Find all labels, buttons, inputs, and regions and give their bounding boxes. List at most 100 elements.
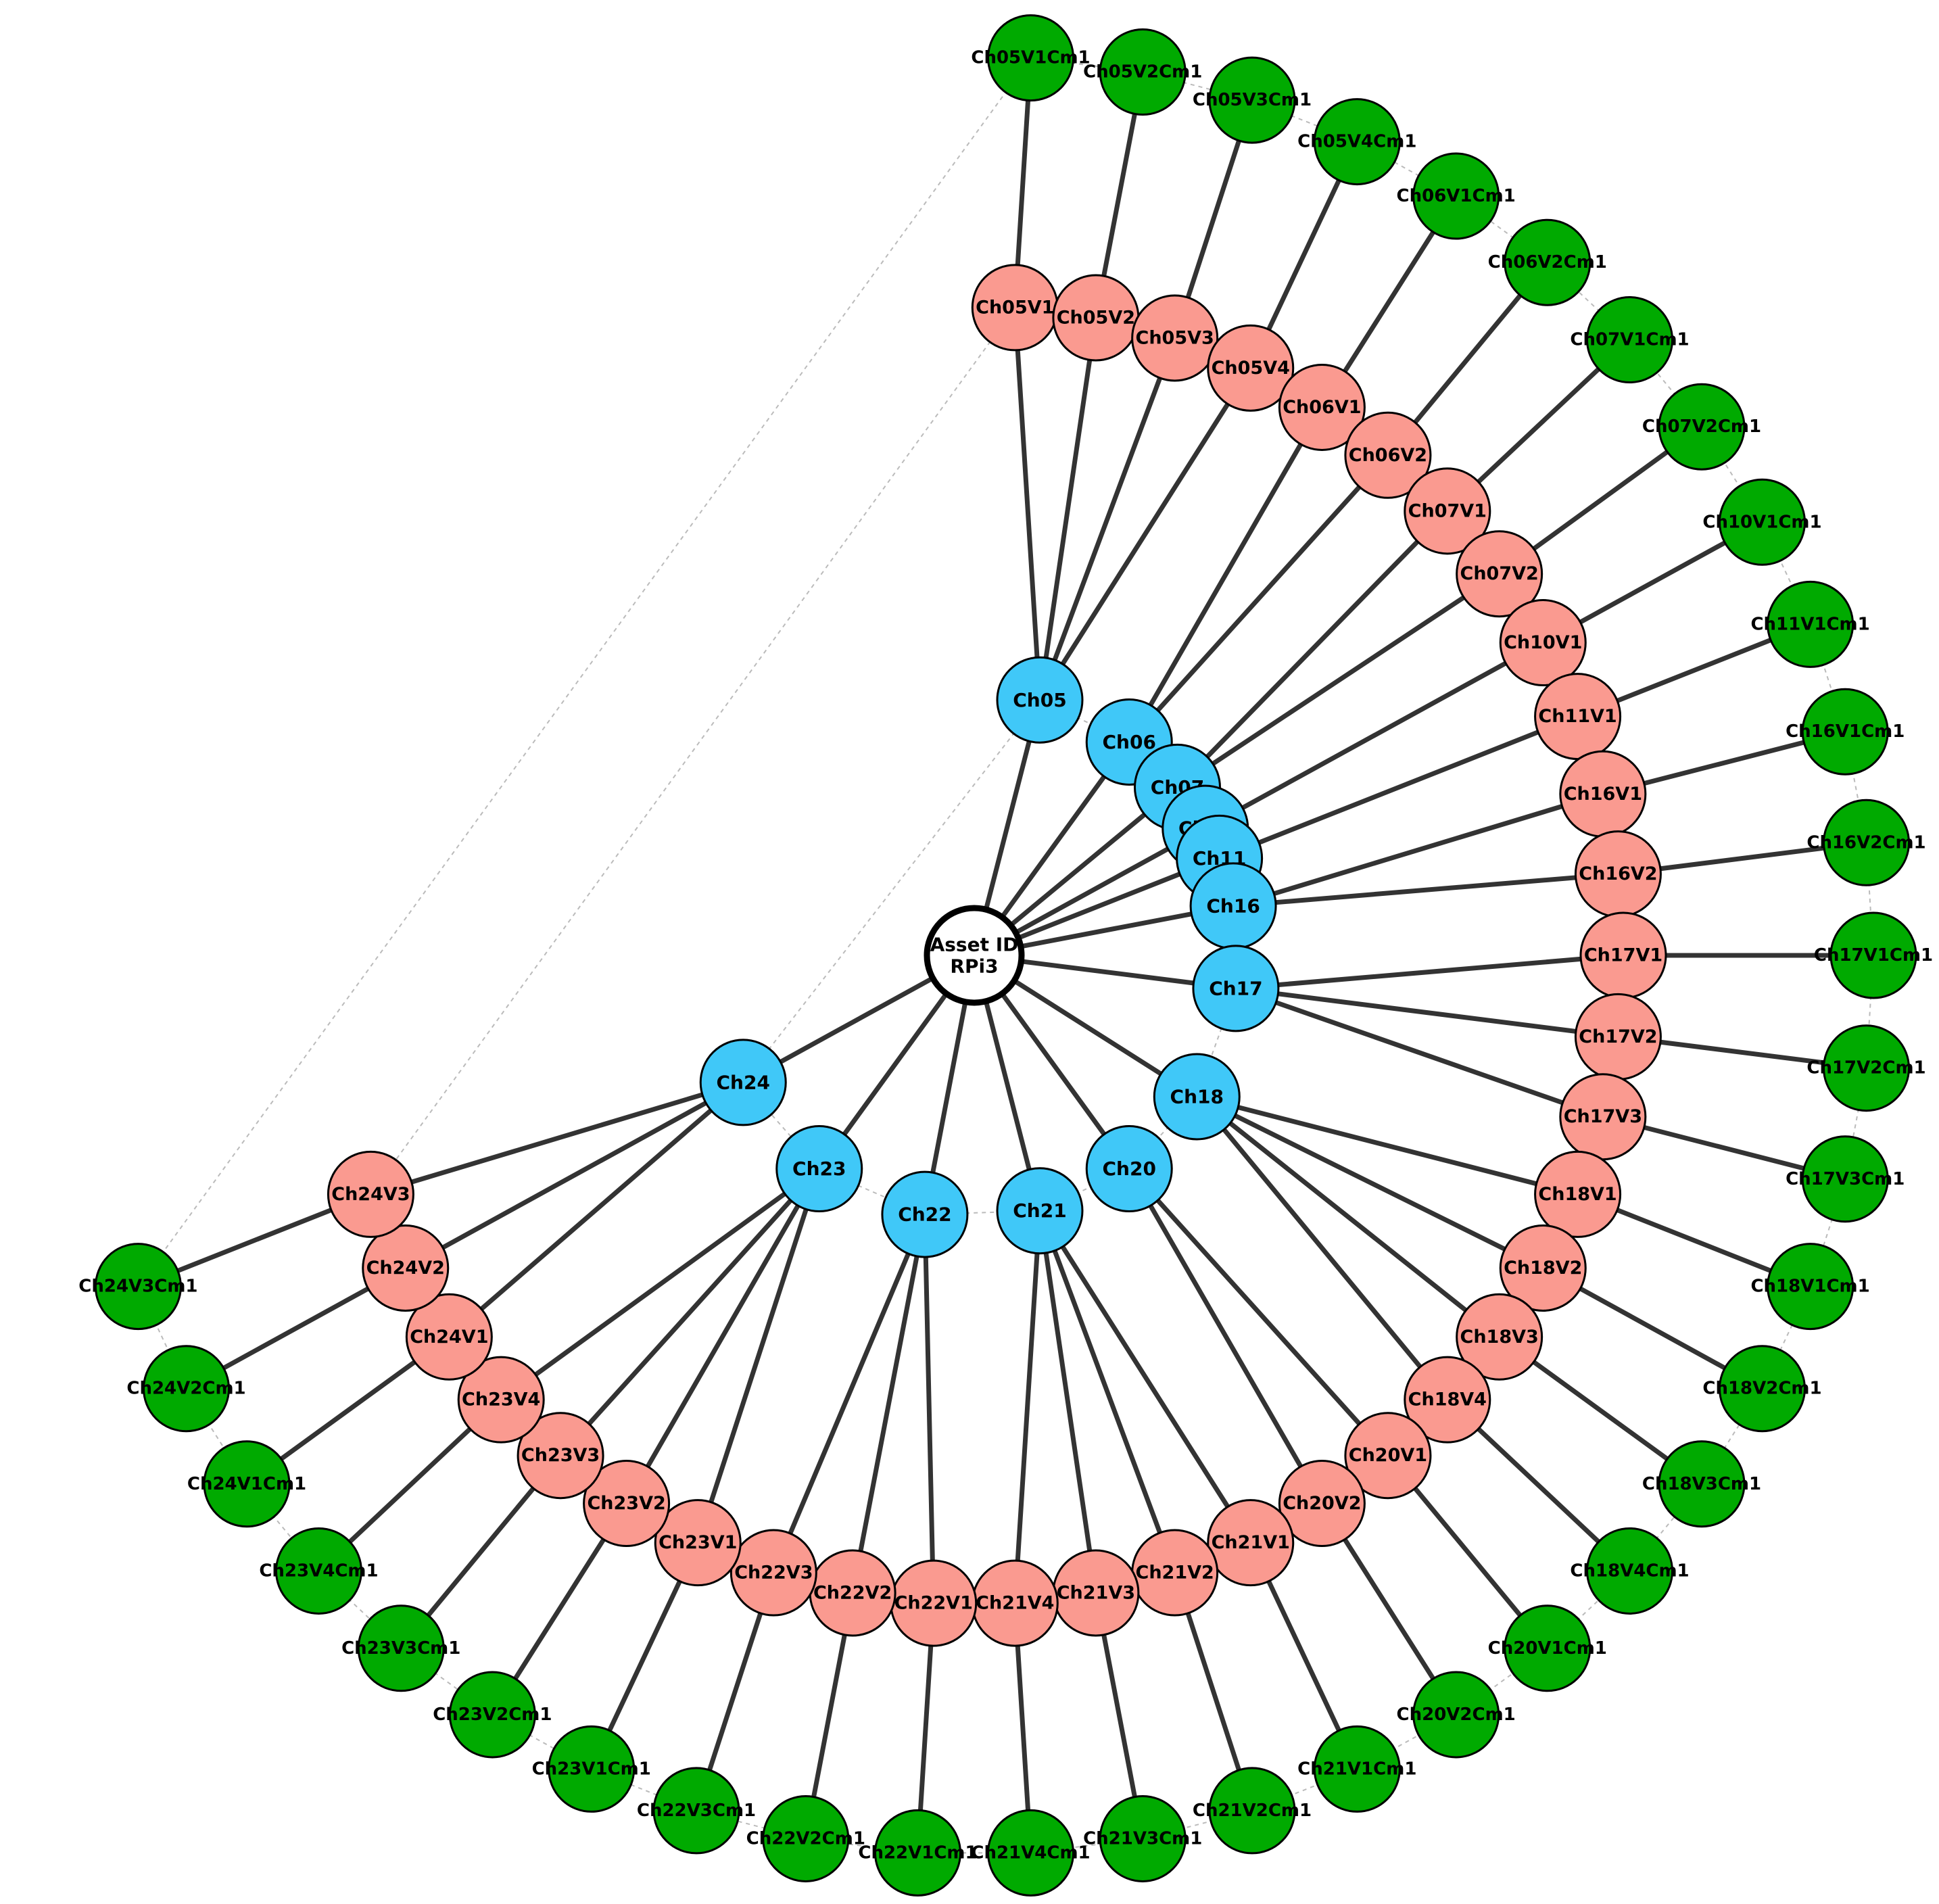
variable-node-ch17v1-label: Ch17V1 xyxy=(1584,945,1662,966)
variable-node-ch16v2: Ch16V2 xyxy=(1574,830,1662,918)
variable-node-ch18v3-label: Ch18V3 xyxy=(1460,1327,1539,1348)
component-node-ch23v1cm1-label: Ch23V1Cm1 xyxy=(532,1759,651,1779)
component-node-ch21v4cm1-label: Ch21V4Cm1 xyxy=(971,1842,1090,1863)
component-node-ch16v1cm1-label: Ch16V1Cm1 xyxy=(1786,721,1905,742)
variable-node-ch18v3: Ch18V3 xyxy=(1456,1293,1543,1381)
component-node-ch05v4cm1-label: Ch05V4Cm1 xyxy=(1297,132,1416,152)
component-node-ch07v1cm1: Ch07V1Cm1 xyxy=(1570,296,1690,384)
variable-node-ch20v1-label: Ch20V1 xyxy=(1349,1445,1427,1466)
component-node-ch22v2cm1-label: Ch22V2Cm1 xyxy=(746,1828,865,1849)
component-node-ch16v2cm1-circle xyxy=(1823,799,1911,886)
variable-node-ch22v1: Ch22V1 xyxy=(890,1559,978,1647)
variable-node-ch22v1-label: Ch22V1 xyxy=(894,1593,973,1614)
variable-node-ch05v4-circle xyxy=(1207,324,1295,412)
edge-Ch22-Ch22V1 xyxy=(922,1212,936,1606)
component-node-ch05v2cm1: Ch05V2Cm1 xyxy=(1083,28,1202,116)
component-node-ch17v3cm1-label: Ch17V3Cm1 xyxy=(1786,1169,1905,1189)
edge-Ch20-Ch20V2 xyxy=(1126,1166,1324,1506)
component-node-ch17v1cm1-label: Ch17V1Cm1 xyxy=(1814,945,1933,966)
variable-node-ch18v3-circle xyxy=(1456,1293,1543,1381)
variable-node-ch18v1-circle xyxy=(1534,1150,1622,1238)
variable-node-ch23v3-label: Ch23V3 xyxy=(521,1445,600,1466)
component-node-ch05v3cm1-circle xyxy=(1208,56,1296,144)
component-node-ch17v1cm1-circle xyxy=(1829,911,1917,999)
variable-node-ch18v4: Ch18V4 xyxy=(1404,1356,1491,1444)
component-node-ch21v1cm1-label: Ch21V1Cm1 xyxy=(1297,1759,1416,1779)
variable-node-ch20v2-label: Ch20V2 xyxy=(1283,1493,1361,1514)
component-node-ch17v2cm1: Ch17V2Cm1 xyxy=(1806,1024,1926,1112)
component-node-ch20v2cm1-circle xyxy=(1412,1671,1500,1759)
variable-node-ch10v1: Ch10V1 xyxy=(1499,599,1587,687)
component-node-ch24v1cm1-circle xyxy=(203,1440,291,1528)
edge-Ch18-Ch18V4 xyxy=(1194,1094,1450,1402)
component-node-ch24v2cm1-circle xyxy=(143,1345,231,1433)
component-node-ch21v3cm1-label: Ch21V3Cm1 xyxy=(1083,1828,1202,1849)
variable-node-ch05v3-label: Ch05V3 xyxy=(1136,327,1214,348)
variable-node-ch22v2: Ch22V2 xyxy=(809,1549,896,1637)
channel-node-ch23-label: Ch23 xyxy=(792,1158,846,1180)
component-node-ch20v2cm1: Ch20V2Cm1 xyxy=(1397,1671,1516,1759)
channel-node-ch22-circle xyxy=(881,1170,969,1258)
component-node-ch10v1cm1: Ch10V1Cm1 xyxy=(1702,478,1822,566)
component-node-ch06v1cm1-label: Ch06V1Cm1 xyxy=(1397,186,1516,206)
variable-node-ch16v2-label: Ch16V2 xyxy=(1579,863,1657,884)
component-node-ch24v1cm1: Ch24V1Cm1 xyxy=(187,1440,306,1528)
variable-node-ch06v1-label: Ch06V1 xyxy=(1283,397,1361,418)
channel-node-ch21-circle xyxy=(996,1167,1084,1255)
component-node-ch23v4cm1-circle xyxy=(274,1527,362,1615)
variable-node-ch17v3: Ch17V3 xyxy=(1559,1073,1647,1161)
component-node-ch06v1cm1-circle xyxy=(1412,152,1500,240)
edge-Ch21-Ch21V4 xyxy=(1012,1208,1043,1606)
variable-node-ch22v2-label: Ch22V2 xyxy=(813,1582,892,1603)
variable-node-ch24v3-label: Ch24V3 xyxy=(331,1184,410,1205)
component-node-ch16v1cm1: Ch16V1Cm1 xyxy=(1786,688,1905,776)
component-node-ch21v3cm1: Ch21V3Cm1 xyxy=(1083,1794,1202,1882)
variable-node-ch06v1: Ch06V1 xyxy=(1278,363,1366,451)
component-node-ch21v1cm1-circle xyxy=(1313,1725,1401,1813)
edge-Ch22-Ch22V2 xyxy=(850,1212,928,1596)
edge-Ch24-Ch24V1 xyxy=(446,1080,746,1339)
channel-node-ch24-label: Ch24 xyxy=(717,1071,770,1093)
variable-node-ch21v1: Ch21V1 xyxy=(1207,1499,1295,1587)
variable-node-ch07v1-circle xyxy=(1404,467,1491,555)
channel-node-ch22: Ch22 xyxy=(881,1170,969,1258)
edge-Ch05-Ch05V3 xyxy=(1037,335,1178,703)
component-node-ch22v2cm1: Ch22V2Cm1 xyxy=(746,1794,865,1882)
component-node-ch11v1cm1: Ch11V1Cm1 xyxy=(1750,580,1870,668)
component-node-ch18v4cm1-circle xyxy=(1586,1527,1674,1615)
component-node-ch23v1cm1-circle xyxy=(548,1725,636,1813)
variable-node-ch21v4-label: Ch21V4 xyxy=(976,1593,1054,1614)
variable-node-ch16v1: Ch16V1 xyxy=(1559,750,1647,838)
variable-node-ch18v2-label: Ch18V2 xyxy=(1504,1258,1582,1279)
edge-Ch24-Ch24V2 xyxy=(403,1080,746,1270)
component-node-ch07v1cm1-circle xyxy=(1586,296,1674,384)
variable-node-ch06v2-circle xyxy=(1344,411,1432,499)
variable-node-ch23v2: Ch23V2 xyxy=(583,1460,671,1548)
channel-node-ch24-circle xyxy=(699,1039,787,1126)
component-node-ch05v3cm1: Ch05V3Cm1 xyxy=(1193,56,1312,144)
variable-node-ch24v1-label: Ch24V1 xyxy=(410,1327,488,1348)
channel-node-ch06-label: Ch06 xyxy=(1103,731,1156,753)
component-node-ch05v4cm1: Ch05V4Cm1 xyxy=(1297,98,1416,186)
component-node-ch18v4cm1-label: Ch18V4Cm1 xyxy=(1570,1561,1689,1581)
nodes: Ch05V1Cm1Ch05V1Ch05V2Cm1Ch05V2Ch05V3Cm1C… xyxy=(78,14,1933,1897)
edge-Ch23-Ch23V3 xyxy=(558,1166,822,1458)
component-node-ch18v1cm1-circle xyxy=(1767,1243,1854,1331)
component-node-ch11v1cm1-circle xyxy=(1767,580,1854,668)
variable-node-ch21v3-label: Ch21V3 xyxy=(1057,1582,1135,1603)
edge-Ch16-Ch16V2 xyxy=(1230,872,1621,909)
component-node-ch05v1cm1-label: Ch05V1Cm1 xyxy=(971,48,1090,68)
variable-node-ch11v1: Ch11V1 xyxy=(1534,673,1622,761)
edge-Ch06-Ch06V2 xyxy=(1126,452,1391,744)
variable-node-ch16v1-label: Ch16V1 xyxy=(1564,784,1642,805)
component-node-ch18v3cm1-circle xyxy=(1658,1440,1746,1528)
variable-node-ch18v1-label: Ch18V1 xyxy=(1538,1184,1617,1205)
channel-node-ch24: Ch24 xyxy=(699,1039,787,1126)
variable-node-ch23v1-label: Ch23V1 xyxy=(659,1532,737,1553)
channel-node-ch18: Ch18 xyxy=(1153,1053,1241,1141)
component-node-ch07v2cm1: Ch07V2Cm1 xyxy=(1642,383,1761,471)
channel-node-ch16: Ch16 xyxy=(1189,862,1277,950)
variable-node-ch21v4: Ch21V4 xyxy=(971,1559,1059,1647)
component-node-ch23v2cm1: Ch23V2Cm1 xyxy=(433,1671,552,1759)
edge-Ch20-Ch20V1 xyxy=(1126,1166,1391,1458)
